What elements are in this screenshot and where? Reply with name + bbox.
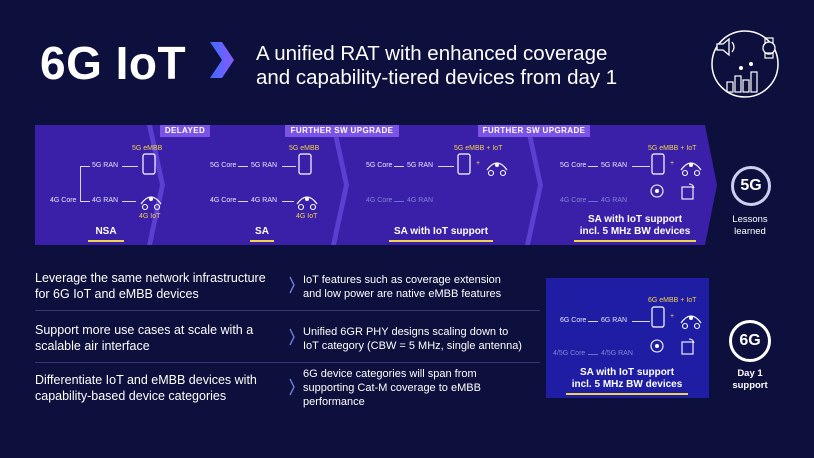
s4-ran5g: 5G RAN bbox=[601, 162, 628, 169]
iot-devices-icon bbox=[711, 30, 779, 98]
iot-device-icon bbox=[680, 162, 702, 177]
day1-box bbox=[546, 278, 709, 398]
s2-label: SA bbox=[255, 226, 269, 237]
s4-dev-label: 5G eMBB + IoT bbox=[648, 145, 697, 152]
s2-dev2-label: 4G IoT bbox=[296, 213, 318, 220]
s1-ran4g: 4G RAN bbox=[92, 197, 119, 204]
s2-core4g: 4G Core bbox=[210, 197, 237, 204]
d1-core45: 4/5G Core bbox=[553, 350, 586, 357]
d1-ran6g: 6G RAN bbox=[601, 317, 628, 324]
d1-dev-label: 6G eMBB + IoT bbox=[648, 297, 697, 304]
d1-core6g: 6G Core bbox=[560, 317, 587, 324]
chevron-right-icon bbox=[289, 378, 295, 396]
sensor-icon bbox=[681, 183, 695, 200]
page-title: 6G IoT bbox=[40, 37, 187, 89]
5g-badge: 5G bbox=[731, 166, 771, 206]
smartwatch-icon bbox=[650, 184, 664, 198]
smartphone-icon bbox=[457, 153, 471, 175]
smartphone-icon bbox=[298, 153, 312, 175]
s3-label: SA with IoT support bbox=[393, 226, 489, 237]
plus-icon: + bbox=[670, 160, 675, 167]
s1-label: NSA bbox=[95, 226, 117, 237]
day1-support-label: Day 1 support bbox=[732, 368, 768, 391]
s1-dev1-label: 5G eMBB bbox=[132, 145, 163, 152]
tag-delayed: DELAYED bbox=[160, 125, 210, 137]
plus-icon: + bbox=[476, 160, 481, 167]
smartphone-icon bbox=[651, 306, 665, 328]
s4-ran4g: 4G RAN bbox=[601, 197, 628, 204]
s1-dev2-label: 4G IoT bbox=[139, 213, 161, 220]
s1-core: 4G Core bbox=[50, 197, 77, 204]
s3-core5g: 5G Core bbox=[366, 162, 393, 169]
iot-device-icon bbox=[140, 196, 162, 211]
s2-ran4g: 4G RAN bbox=[251, 197, 278, 204]
s2-dev1-label: 5G eMBB bbox=[289, 145, 320, 152]
iot-device-icon bbox=[486, 162, 508, 177]
chevron-right-icon bbox=[210, 42, 234, 78]
smartwatch-icon bbox=[650, 339, 664, 353]
plus-icon: + bbox=[670, 313, 675, 320]
iot-device-icon bbox=[680, 315, 702, 330]
smartphone-icon bbox=[142, 153, 156, 175]
lessons-learned-label: Lessons learned bbox=[732, 214, 768, 237]
s4-core5g: 5G Core bbox=[560, 162, 587, 169]
s4-core4g: 4G Core bbox=[560, 197, 587, 204]
s1-ran5g: 5G RAN bbox=[92, 162, 119, 169]
iot-device-icon bbox=[296, 196, 318, 211]
s2-core5g: 5G Core bbox=[210, 162, 237, 169]
s4-label: SA with IoT support incl. 5 MHz BW devic… bbox=[579, 214, 691, 237]
d1-label: SA with IoT support incl. 5 MHz BW devic… bbox=[571, 367, 683, 390]
s3-ran4g: 4G RAN bbox=[407, 197, 434, 204]
chevron-right-icon bbox=[289, 328, 295, 346]
smartphone-icon bbox=[651, 153, 665, 175]
sensor-icon bbox=[681, 338, 695, 355]
6g-badge: 6G bbox=[729, 320, 771, 362]
s3-dev-label: 5G eMBB + IoT bbox=[454, 145, 503, 152]
d1-ran45: 4/5G RAN bbox=[601, 350, 633, 357]
evolution-band bbox=[35, 125, 717, 245]
tag-sw-upgrade-1: FURTHER SW UPGRADE bbox=[285, 125, 399, 137]
s2-ran5g: 5G RAN bbox=[251, 162, 278, 169]
s3-core4g: 4G Core bbox=[366, 197, 393, 204]
tag-sw-upgrade-2: FURTHER SW UPGRADE bbox=[478, 125, 590, 137]
s3-ran5g: 5G RAN bbox=[407, 162, 434, 169]
row-1-left: Leverage the same network infrastructure… bbox=[35, 271, 266, 301]
page-subtitle: A unified RAT with enhanced coverage and… bbox=[256, 42, 618, 89]
chevron-right-icon bbox=[289, 276, 295, 294]
